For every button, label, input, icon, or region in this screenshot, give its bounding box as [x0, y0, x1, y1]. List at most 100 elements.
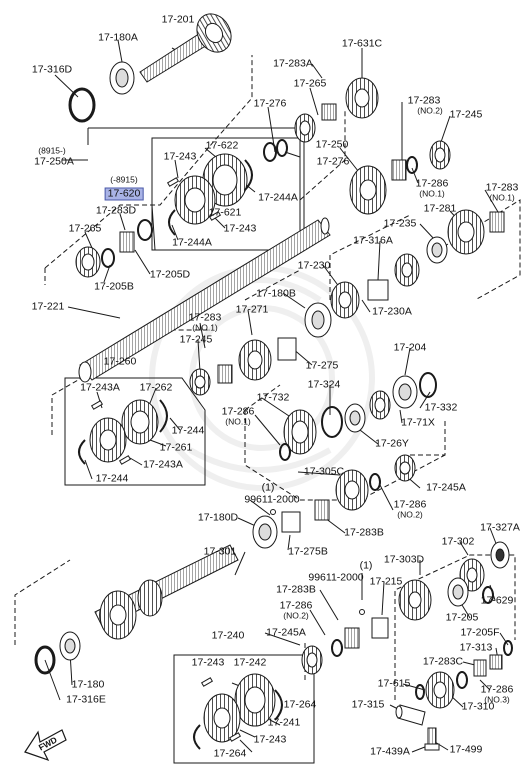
part-17-230 — [330, 281, 360, 319]
part-17-283D — [137, 219, 153, 241]
part-17-235 — [426, 236, 448, 264]
callout-17-244-b: 17-244 — [95, 472, 129, 485]
part-17-245A-low — [301, 645, 323, 675]
part-17-243 — [166, 177, 180, 187]
part-17-305C — [335, 469, 369, 511]
part-17-180D — [252, 515, 278, 549]
callout-17-316A: 17-316A — [353, 234, 393, 247]
part-17-244-b — [78, 439, 86, 465]
part-17-286-no2-low — [331, 639, 343, 657]
part-17-332 — [419, 372, 437, 398]
part-17-26Y — [344, 403, 366, 433]
part-17-245-mid — [189, 368, 211, 396]
part-17-324 — [321, 406, 343, 438]
part-17-244A — [244, 159, 253, 191]
callout-17-303D: 17-303D — [383, 553, 425, 566]
callout-17-245A-low: 17-245A — [266, 626, 306, 639]
callout-17-283A: 17-283A — [273, 57, 313, 70]
part-17-205 — [447, 577, 469, 607]
callout-17-286-no2-low: 17-286 — [279, 599, 313, 612]
callout-17-265-left: 17-265 — [68, 222, 102, 235]
part-17-631C — [345, 77, 379, 119]
callout-17-301: 17-301 — [203, 545, 237, 558]
part-17-301 — [94, 544, 239, 640]
callout-17-283-no1-mid: 17-283 — [188, 311, 222, 324]
part-17-264-b — [193, 724, 201, 750]
part-17-283A — [321, 103, 337, 121]
callout-17-180: 17-180 — [71, 678, 105, 691]
part-17-265-top — [294, 113, 316, 143]
part-17-286-no3 — [456, 671, 468, 689]
part-17-732 — [283, 409, 317, 455]
callout-17-286-no2-mid: 17-286 — [393, 498, 427, 511]
callout-17-245A-mid: 17-245A — [426, 481, 466, 494]
callout-17-243-c: 17-243 — [191, 656, 225, 669]
part-17-615 — [415, 684, 425, 700]
callout-17-283B-low: 17-283B — [276, 583, 316, 596]
part-17-283C — [473, 659, 487, 677]
callout-17-205D: 17-205D — [149, 268, 191, 281]
callout-17-180B: 17-180B — [256, 287, 296, 300]
part-17-261 — [89, 399, 159, 463]
part-17-244-a — [159, 399, 168, 433]
callout-17-180D: 17-180D — [197, 511, 239, 524]
part-17-313 — [489, 654, 503, 670]
callout-17-286-no3: 17-286 — [480, 683, 514, 696]
part-99611-2000-a — [270, 509, 276, 515]
part-17-271 — [238, 339, 272, 381]
part-17-275B — [281, 511, 301, 533]
callout-99611-2000-a: 99611-2000 — [244, 493, 300, 506]
callout-17-244A-a: 17-244A — [258, 191, 298, 204]
callout-17-245-top: 17-245 — [449, 108, 483, 121]
callout-17-283B-mid: 17-283B — [344, 526, 384, 539]
callout-99611-2000-b: 99611-2000 — [308, 571, 364, 584]
callout-17-242: 17-242 — [233, 656, 267, 669]
callout-17-302: 17-302 — [441, 535, 475, 548]
callout-17-264-a: 17-264 — [283, 698, 317, 711]
fwd-arrow-icon — [24, 729, 67, 762]
callout-17-499: 17-499 — [449, 743, 483, 756]
part-17-243A-a — [90, 400, 104, 410]
part-17-283-no1-mid — [217, 364, 233, 384]
callout-17-620-highlighted[interactable]: 17-620 — [104, 187, 144, 201]
part-99611-2000-b — [359, 609, 365, 615]
callout-17-243A-a: 17-243A — [80, 381, 120, 394]
callout-17-283C: 17-283C — [422, 655, 464, 668]
callout-17-315: 17-315 — [351, 698, 385, 711]
leader-lines — [44, 39, 509, 753]
part-17-180B — [304, 302, 332, 338]
part-17-244A-b — [168, 209, 176, 236]
part-17-276 — [263, 142, 277, 162]
callout-17-260: 17-260 — [103, 355, 137, 368]
part-17-205B — [101, 248, 115, 268]
callout-17-244-a: 17-244 — [171, 424, 205, 437]
synchro-box-17-620 — [151, 137, 305, 251]
callout-17-261: 17-261 — [159, 441, 193, 454]
callout-17-250A: 17-250A — [34, 155, 74, 168]
callout-17-621: 17-621 — [208, 206, 242, 219]
callout-17-283-no2: 17-283 — [407, 94, 441, 107]
part-17-250 — [349, 165, 387, 215]
callout-17-286-no1-top: 17-286 — [415, 177, 449, 190]
part-17-310 — [425, 671, 455, 709]
callout-17-629: 17-629 — [480, 594, 514, 607]
callout-17-243-b: 17-243 — [223, 222, 257, 235]
callout-17-230: 17-230 — [297, 259, 331, 272]
part-17-281 — [447, 209, 485, 255]
part-17-205D — [119, 231, 135, 253]
callout-17-271: 17-271 — [235, 303, 269, 316]
callout-17-205: 17-205 — [445, 611, 479, 624]
part-17-327A — [490, 541, 510, 569]
callout-17-313: 17-313 — [459, 641, 493, 654]
part-17-242 — [203, 673, 276, 743]
callout-17-235: 17-235 — [383, 217, 417, 230]
callout-no2-c: (NO.2) — [283, 610, 309, 621]
callout-17-732: 17-732 — [256, 391, 290, 404]
part-17-439A — [424, 727, 440, 751]
callout-17-622: 17-622 — [205, 139, 239, 152]
part-17-315 — [395, 704, 426, 726]
part-17-316D — [68, 87, 96, 123]
callout-17-286-no1-mid: 17-286 — [221, 405, 255, 418]
part-17-265-left — [75, 246, 101, 278]
callout-17-310: 17-310 — [461, 700, 495, 713]
